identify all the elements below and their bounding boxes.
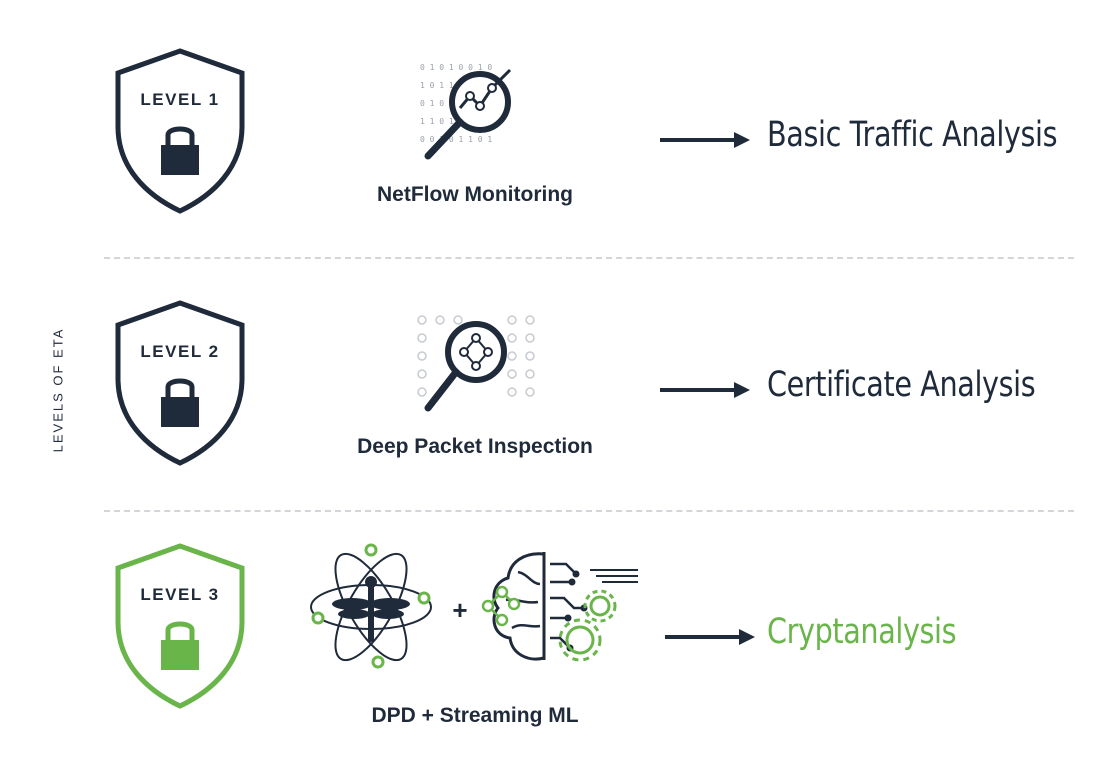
dragonfly-atom-icon: [302, 542, 440, 672]
arrow-right-icon: [660, 132, 750, 148]
shield-icon: LEVEL 1: [110, 47, 250, 217]
shield-label: LEVEL 2: [140, 342, 219, 361]
level-2-row: LEVEL 2 Deep Packet Inspection: [0, 297, 1094, 537]
level-1-row: LEVEL 1 0 1 0 1 0 0 1 0 1 0 1 1 0 1 0 1 …: [0, 45, 1094, 285]
level-caption: NetFlow Monitoring: [377, 183, 573, 206]
level-caption: DPD + Streaming ML: [371, 704, 579, 727]
result-label: Certificate Analysis: [767, 365, 1036, 405]
magnifier-network-icon: [412, 312, 542, 422]
shield-label: LEVEL 1: [140, 90, 219, 109]
brain-gears-icon: [480, 548, 640, 670]
shield-label: LEVEL 3: [140, 585, 219, 604]
divider: [104, 257, 1074, 259]
level-caption: Deep Packet Inspection: [357, 435, 593, 458]
svg-text:0 1 0 1 0 0 1 0: 0 1 0 1 0 0 1 0: [420, 63, 492, 72]
plus-sign: +: [452, 595, 468, 625]
arrow-right-icon: [660, 382, 750, 398]
result-label: Basic Traffic Analysis: [767, 115, 1058, 155]
result-label: Cryptanalysis: [767, 612, 957, 652]
svg-text:0 0 1 0 1 1 0 1: 0 0 1 0 1 1 0 1: [420, 135, 492, 144]
divider: [104, 510, 1074, 512]
magnifier-chart-icon: 0 1 0 1 0 0 1 0 1 0 1 1 0 1 0 1 0 1 0 0 …: [412, 60, 542, 170]
level-3-row: LEVEL 3: [0, 540, 1094, 780]
shield-icon: LEVEL 3: [110, 542, 250, 712]
shield-icon: LEVEL 2: [110, 299, 250, 469]
arrow-right-icon: [665, 629, 755, 645]
